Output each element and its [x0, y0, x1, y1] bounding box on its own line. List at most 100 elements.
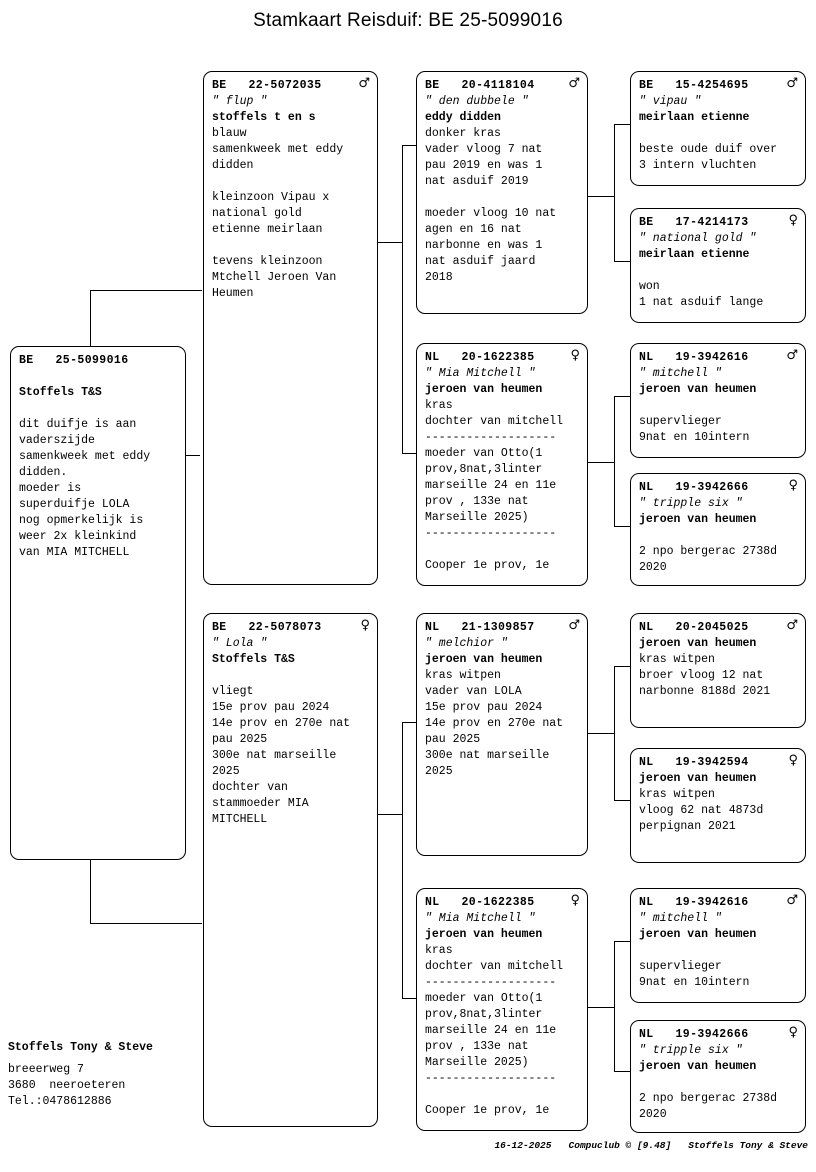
nickname: " vipau " [639, 95, 702, 108]
pedigree-box-fmf[interactable]: NL 19-3942616 ♂ " mitchell " jeroen van … [630, 343, 806, 458]
connector-father-stub [376, 242, 402, 244]
owner-name: jeroen van heumen [425, 653, 543, 666]
ring-number: NL 19-3942594 [639, 756, 749, 769]
pedigree-box-mmm[interactable]: NL 19-3942666 ♀ " tripple six " jeroen v… [630, 1020, 806, 1133]
ring-number: NL 20-2045025 [639, 621, 749, 634]
detail-line: moeder is [19, 482, 82, 495]
detail-line: kras witpen [639, 653, 715, 666]
pedigree-box-father-mother[interactable]: NL 20-1622385 ♀ " Mia Mitchell " jeroen … [416, 343, 588, 586]
female-icon: ♀ [788, 753, 798, 768]
connector-fm-stub [588, 462, 614, 464]
pedigree-box-mff[interactable]: NL 20-2045025 ♂ jeroen van heumen kras w… [630, 613, 806, 728]
pedigree-box-mmf[interactable]: NL 19-3942616 ♂ " mitchell " jeroen van … [630, 888, 806, 1003]
detail-line: 14e prov en 270e nat [425, 717, 564, 730]
male-icon: ♂ [568, 76, 580, 91]
female-icon: ♀ [788, 1025, 798, 1040]
detail-line: vloog 62 nat 4873d [639, 804, 764, 817]
detail-lines: supervlieger 9nat en 10intern [639, 398, 798, 446]
nickname: " flup " [212, 95, 268, 108]
connector-mf-vert [614, 666, 616, 801]
pedigree-box-ffm[interactable]: BE 17-4214173 ♀ " national gold " meirla… [630, 208, 806, 323]
detail-line: kras witpen [425, 669, 501, 682]
ring-number: NL 19-3942616 [639, 351, 749, 364]
connector-ff-to-fff [614, 124, 630, 126]
connector-mf-to-mff [614, 666, 630, 668]
owner-contact-street: breeerweg 7 [8, 1063, 84, 1076]
detail-line: beste oude duif over [639, 143, 778, 156]
male-icon: ♂ [358, 76, 370, 91]
detail-line: national gold [212, 207, 302, 220]
pedigree-box-fff[interactable]: BE 15-4254695 ♂ " vipau " meirlaan etien… [630, 71, 806, 186]
connector-subject-stub [184, 455, 200, 457]
ring-number: BE 22-5078073 [212, 621, 322, 634]
pedigree-box-mother-mother[interactable]: NL 20-1622385 ♀ " Mia Mitchell " jeroen … [416, 888, 588, 1131]
connector-ff-stub [588, 196, 614, 198]
detail-line: van MIA MITCHELL [19, 546, 130, 559]
male-icon: ♂ [786, 893, 798, 908]
ring-number: NL 19-3942666 [639, 1028, 749, 1041]
detail-line: prov , 133e nat [425, 1040, 529, 1053]
detail-line: supervlieger [639, 415, 722, 428]
detail-line [639, 1075, 798, 1091]
owner-name: jeroen van heumen [425, 928, 543, 941]
detail-line: marseille 24 en 11e [425, 479, 557, 492]
detail-line [425, 190, 580, 206]
nickname: " mitchell " [639, 367, 722, 380]
footer-text: 16-12-2025 Compuclub © [9.48] Stoffels T… [494, 1140, 808, 1151]
detail-line: samenkweek met eddy [19, 450, 151, 463]
ring-number: BE 22-5072035 [212, 79, 322, 92]
detail-line: donker kras [425, 127, 501, 140]
detail-line: kras [425, 944, 453, 957]
detail-line: Heumen [212, 287, 254, 300]
detail-line: 9nat en 10intern [639, 431, 750, 444]
detail-line: vader van LOLA [425, 685, 522, 698]
owner-name: jeroen van heumen [639, 637, 757, 650]
detail-line: kras [425, 399, 453, 412]
connector-mm-to-mmm [614, 1071, 630, 1073]
detail-line: 2025 [425, 765, 453, 778]
pedigree-box-mother[interactable]: BE 22-5078073 ♀ " Lola " Stoffels T&S vl… [203, 613, 378, 1127]
nickname: " melchior " [425, 637, 508, 650]
detail-line: 15e prov pau 2024 [212, 701, 330, 714]
detail-line: 2025 [212, 765, 240, 778]
owner-name: stoffels t en s [212, 111, 316, 124]
connector-father-to-fm [402, 453, 416, 455]
nickname: " Mia Mitchell " [425, 367, 536, 380]
detail-line: 2020 [639, 1108, 667, 1121]
detail-line [639, 263, 798, 279]
nickname: " mitchell " [639, 912, 722, 925]
ring-number: NL 19-3942666 [639, 481, 749, 494]
detail-line: vaderszijde [19, 434, 95, 447]
connector-mother-vert [402, 722, 404, 999]
owner-name: Stoffels T&S [212, 653, 295, 666]
detail-line: pau 2019 en was 1 [425, 159, 543, 172]
pedigree-box-mfm[interactable]: NL 19-3942594 ♀ jeroen van heumen kras w… [630, 748, 806, 863]
pedigree-box-mother-father[interactable]: NL 21-1309857 ♂ " melchior " jeroen van … [416, 613, 588, 856]
nickname: " Mia Mitchell " [425, 912, 536, 925]
nickname: " tripple six " [639, 1044, 743, 1057]
connector-subject-to-father [90, 290, 202, 292]
pedigree-box-father[interactable]: BE 22-5072035 ♂ " flup " stoffels t en s… [203, 71, 378, 585]
detail-line: didden [212, 159, 254, 172]
nickname: " Lola " [212, 637, 268, 650]
detail-line: 1 nat asduif lange [639, 296, 764, 309]
detail-line: narbonne 8188d 2021 [639, 685, 771, 698]
pedigree-box-father-father[interactable]: BE 20-4118104 ♂ " den dubbele " eddy did… [416, 71, 588, 314]
detail-line: kleinzoon Vipau x [212, 191, 330, 204]
pedigree-box-subject[interactable]: BE 25-5099016 Stoffels T&S dit duifje is… [10, 346, 186, 860]
connector-fm-vert [614, 396, 616, 527]
pedigree-box-fmm[interactable]: NL 19-3942666 ♀ " tripple six " jeroen v… [630, 473, 806, 586]
connector-mm-to-mmf [614, 941, 630, 943]
detail-line: ------------------- [425, 527, 557, 540]
detail-line: MITCHELL [212, 813, 268, 826]
owner-name: jeroen van heumen [639, 383, 757, 396]
connector-mm-vert [614, 941, 616, 1072]
